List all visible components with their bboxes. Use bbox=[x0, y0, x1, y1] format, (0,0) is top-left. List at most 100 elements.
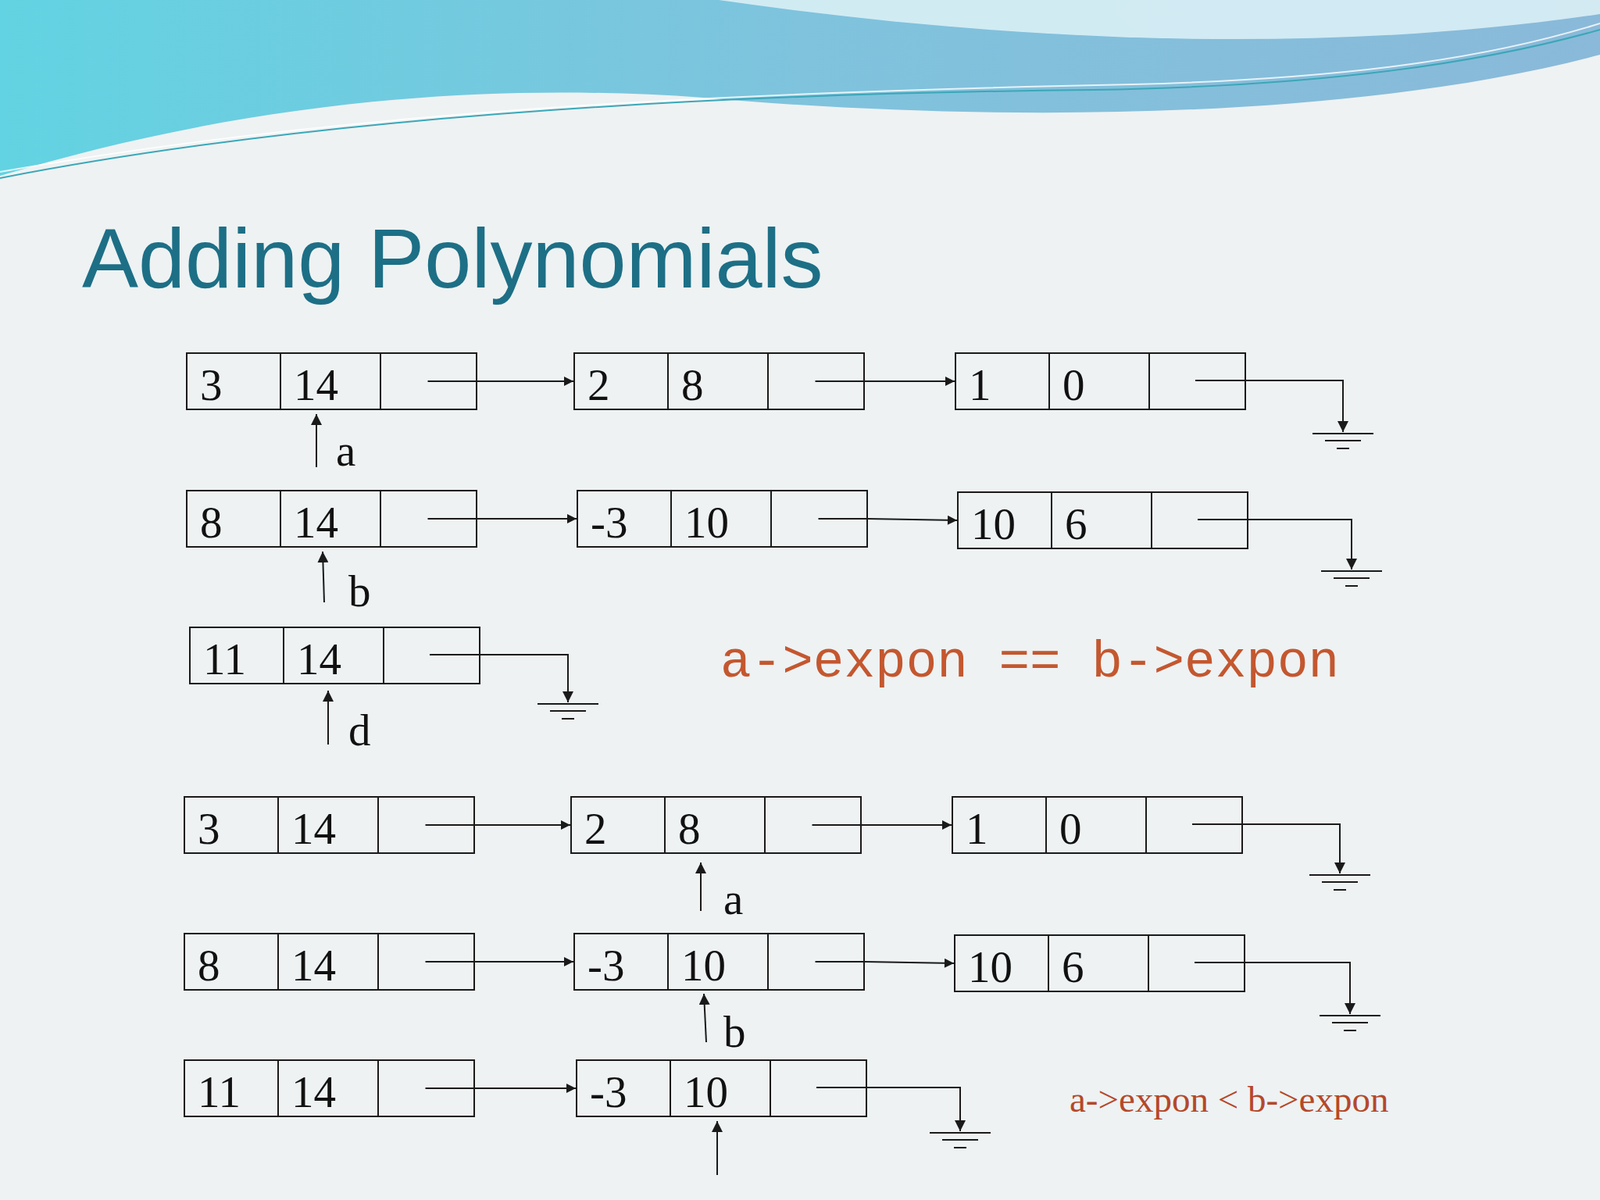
ground-symbol bbox=[1321, 571, 1383, 586]
link-arrow bbox=[867, 518, 958, 521]
coef-cell: 10 bbox=[955, 935, 1048, 991]
link-stub bbox=[815, 380, 866, 383]
null-link bbox=[1195, 380, 1343, 433]
ground-symbol bbox=[1319, 1015, 1381, 1031]
link-cell bbox=[1147, 935, 1244, 991]
exponent: 6 bbox=[1061, 944, 1085, 990]
coef-cell: 3 bbox=[187, 353, 280, 409]
null-link bbox=[1192, 824, 1340, 874]
term-node: 3 14 bbox=[185, 352, 478, 411]
expon-cell: 8 bbox=[667, 353, 768, 409]
term-node: 28 bbox=[573, 352, 865, 411]
link-stub bbox=[425, 960, 476, 963]
term-node: 10 6 bbox=[953, 934, 1246, 993]
link-cell bbox=[767, 934, 864, 990]
exponent: 10 bbox=[683, 1069, 729, 1115]
exponent: 6 bbox=[1064, 501, 1088, 547]
coef-cell: 3 bbox=[185, 797, 278, 853]
link-cell bbox=[769, 1060, 866, 1116]
condition-note: a->expon < b->expon bbox=[1069, 1081, 1389, 1118]
coef-cell: 8 bbox=[187, 491, 280, 547]
coef-cell: -3 bbox=[577, 1060, 670, 1116]
pointer-arrow bbox=[322, 551, 325, 603]
header-line bbox=[0, 29, 1600, 179]
coefficient: -3 bbox=[590, 500, 628, 545]
link-stub bbox=[812, 824, 863, 826]
coef-cell: -3 bbox=[575, 934, 668, 990]
coefficient: 10 bbox=[967, 944, 1013, 990]
expon-cell: 10 bbox=[669, 1060, 770, 1116]
term-node: -3 10 bbox=[573, 932, 865, 991]
expon-cell: 14 bbox=[277, 934, 378, 990]
coefficient: 8 bbox=[197, 942, 221, 988]
exponent: 14 bbox=[293, 362, 339, 408]
coef-cell: 11 bbox=[190, 628, 283, 683]
header-highlight bbox=[718, 0, 1600, 40]
header-wave bbox=[0, 0, 1600, 176]
coefficient: 1 bbox=[965, 806, 989, 851]
pointer-arrow bbox=[327, 690, 329, 745]
link-cell bbox=[379, 353, 476, 409]
link-arrow bbox=[864, 961, 954, 964]
exponent: 14 bbox=[291, 942, 336, 988]
null-link bbox=[1197, 519, 1352, 570]
exponent: 14 bbox=[296, 636, 342, 682]
expon-cell: 14 bbox=[277, 797, 378, 853]
ground-symbol bbox=[537, 703, 599, 719]
term-node: 3 14 bbox=[183, 796, 475, 854]
expon-cell: 0 bbox=[1045, 797, 1146, 853]
null-link bbox=[816, 1087, 961, 1132]
pointer-label: b bbox=[348, 568, 372, 614]
term-node: -3 10 bbox=[576, 489, 868, 548]
term-node: 11 14 bbox=[183, 1059, 475, 1118]
expon-cell: 10 bbox=[670, 491, 771, 547]
coefficient: 1 bbox=[968, 362, 992, 408]
term-node: 814 bbox=[185, 489, 478, 548]
pointer-label: d bbox=[348, 707, 372, 753]
link-stub bbox=[428, 517, 479, 520]
link-cell bbox=[1145, 797, 1242, 853]
coefficient: -3 bbox=[587, 942, 625, 988]
link-cell bbox=[377, 797, 474, 853]
link-arrow bbox=[864, 380, 955, 383]
coef-cell: 8 bbox=[185, 934, 278, 990]
link-arrow bbox=[475, 960, 574, 963]
coefficient: 3 bbox=[200, 362, 223, 408]
expon-cell: 14 bbox=[277, 1060, 378, 1116]
expon-cell: 14 bbox=[279, 353, 380, 409]
ground-symbol bbox=[929, 1132, 991, 1148]
link-cell bbox=[767, 353, 864, 409]
ground-symbol bbox=[1312, 433, 1374, 449]
link-arrow bbox=[861, 824, 952, 826]
coef-cell: 1 bbox=[953, 797, 1046, 853]
null-link bbox=[429, 654, 568, 703]
pointer-arrow bbox=[315, 414, 318, 468]
link-stub bbox=[815, 960, 866, 963]
link-arrow bbox=[477, 517, 577, 520]
link-cell bbox=[1148, 353, 1245, 409]
link-cell bbox=[377, 1060, 474, 1116]
coefficient: 2 bbox=[587, 362, 611, 408]
exponent: 10 bbox=[681, 942, 726, 988]
expon-cell: 6 bbox=[1047, 935, 1148, 991]
exponent: 10 bbox=[684, 500, 729, 545]
exponent: 0 bbox=[1059, 806, 1083, 851]
expon-cell: 14 bbox=[279, 491, 380, 547]
slide-title: Adding Polynomials bbox=[82, 212, 824, 306]
term-node: 106 bbox=[957, 491, 1249, 550]
coefficient: 11 bbox=[203, 636, 247, 682]
pointer-arrow bbox=[703, 993, 707, 1043]
link-stub bbox=[428, 380, 479, 383]
link-arrow bbox=[477, 380, 574, 383]
link-arrow bbox=[475, 1087, 576, 1090]
ground-symbols bbox=[537, 433, 1383, 1148]
link-cell bbox=[379, 491, 476, 547]
pointer-label: a bbox=[723, 876, 743, 922]
exponent: 14 bbox=[291, 1069, 336, 1115]
term-node: 10 bbox=[954, 352, 1247, 411]
coef-cell: 11 bbox=[185, 1060, 278, 1116]
coef-cell: 2 bbox=[575, 353, 668, 409]
pointer-label: a bbox=[335, 428, 356, 473]
exponent: 14 bbox=[291, 806, 336, 851]
